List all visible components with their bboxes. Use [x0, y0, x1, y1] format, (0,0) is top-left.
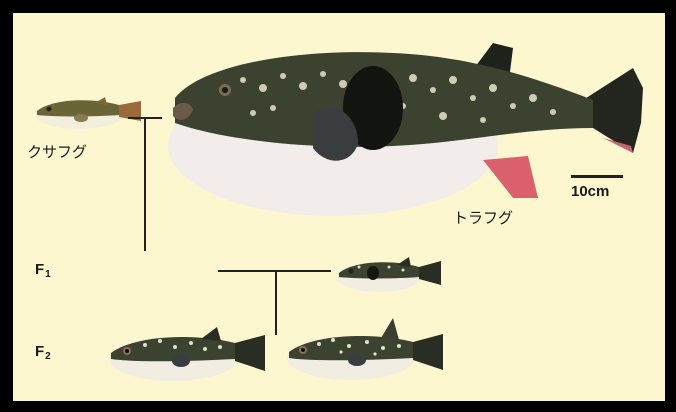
label-f2: F2 [35, 343, 51, 362]
figure-panel: 10cm クサフグ トラフグ F1 F2 [13, 13, 665, 401]
label-kusafugu: クサフグ [27, 141, 87, 162]
label-torafugu: トラフグ [453, 207, 513, 228]
kusafugu-fish [31, 93, 146, 133]
scale-label: 10cm [571, 183, 609, 200]
f2-fish-left [105, 325, 270, 385]
torafugu-anal-fin [483, 156, 538, 198]
f1-fish [333, 255, 448, 295]
line-f1-to-f2 [275, 271, 277, 335]
f2-fish-right [283, 318, 448, 383]
scale-bar [571, 175, 623, 178]
cross-line-vertical-to-f1 [144, 117, 146, 251]
label-f1: F1 [35, 261, 51, 280]
